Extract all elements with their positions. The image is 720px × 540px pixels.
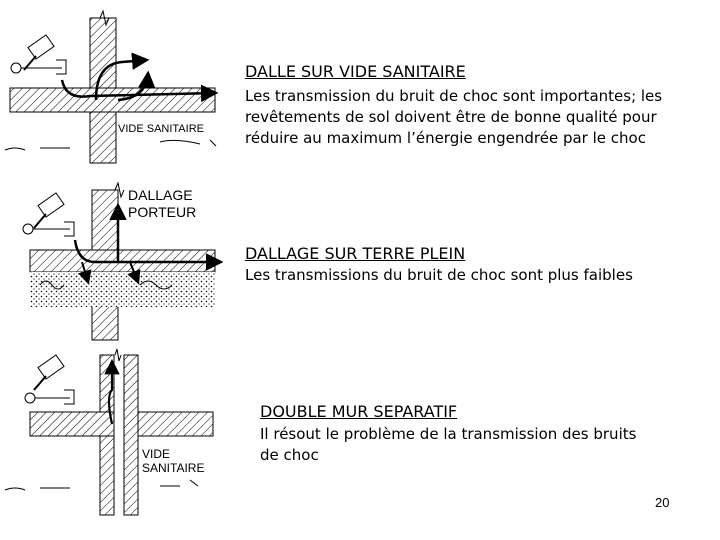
heading-double-mur: DOUBLE MUR SEPARATIF (260, 402, 458, 421)
diagram-dalle-vide-sanitaire: VIDE SANITAIRE (4, 9, 219, 164)
label-dallage: DALLAGE (128, 187, 193, 203)
text-dallage-terre-plein: Les transmissions du bruit de choc sont … (245, 266, 633, 284)
label-vide: VIDE (142, 447, 170, 461)
text-double-mur: Il résout le problème de la transmission… (260, 425, 637, 464)
heading-dalle-vide-sanitaire: DALLE SUR VIDE SANITAIRE (245, 62, 466, 81)
label-porteur: PORTEUR (128, 204, 196, 220)
label-vide-sanitaire: VIDE SANITAIRE (118, 123, 204, 135)
diagram-dallage-terre-plein: DALLAGE PORTEUR (22, 181, 224, 341)
impact-hammer-icon (24, 354, 75, 405)
diagram-double-mur: VIDE SANITAIRE (4, 348, 214, 516)
text-dalle-vide-sanitaire: Les transmission du bruit de choc sont i… (245, 87, 663, 147)
label-sanitaire: SANITAIRE (142, 461, 204, 475)
impact-hammer-icon (22, 192, 75, 237)
heading-dallage-terre-plein: DALLAGE SUR TERRE PLEIN (245, 244, 466, 263)
impact-hammer-icon (10, 34, 67, 75)
page-number: 20 (655, 495, 670, 510)
